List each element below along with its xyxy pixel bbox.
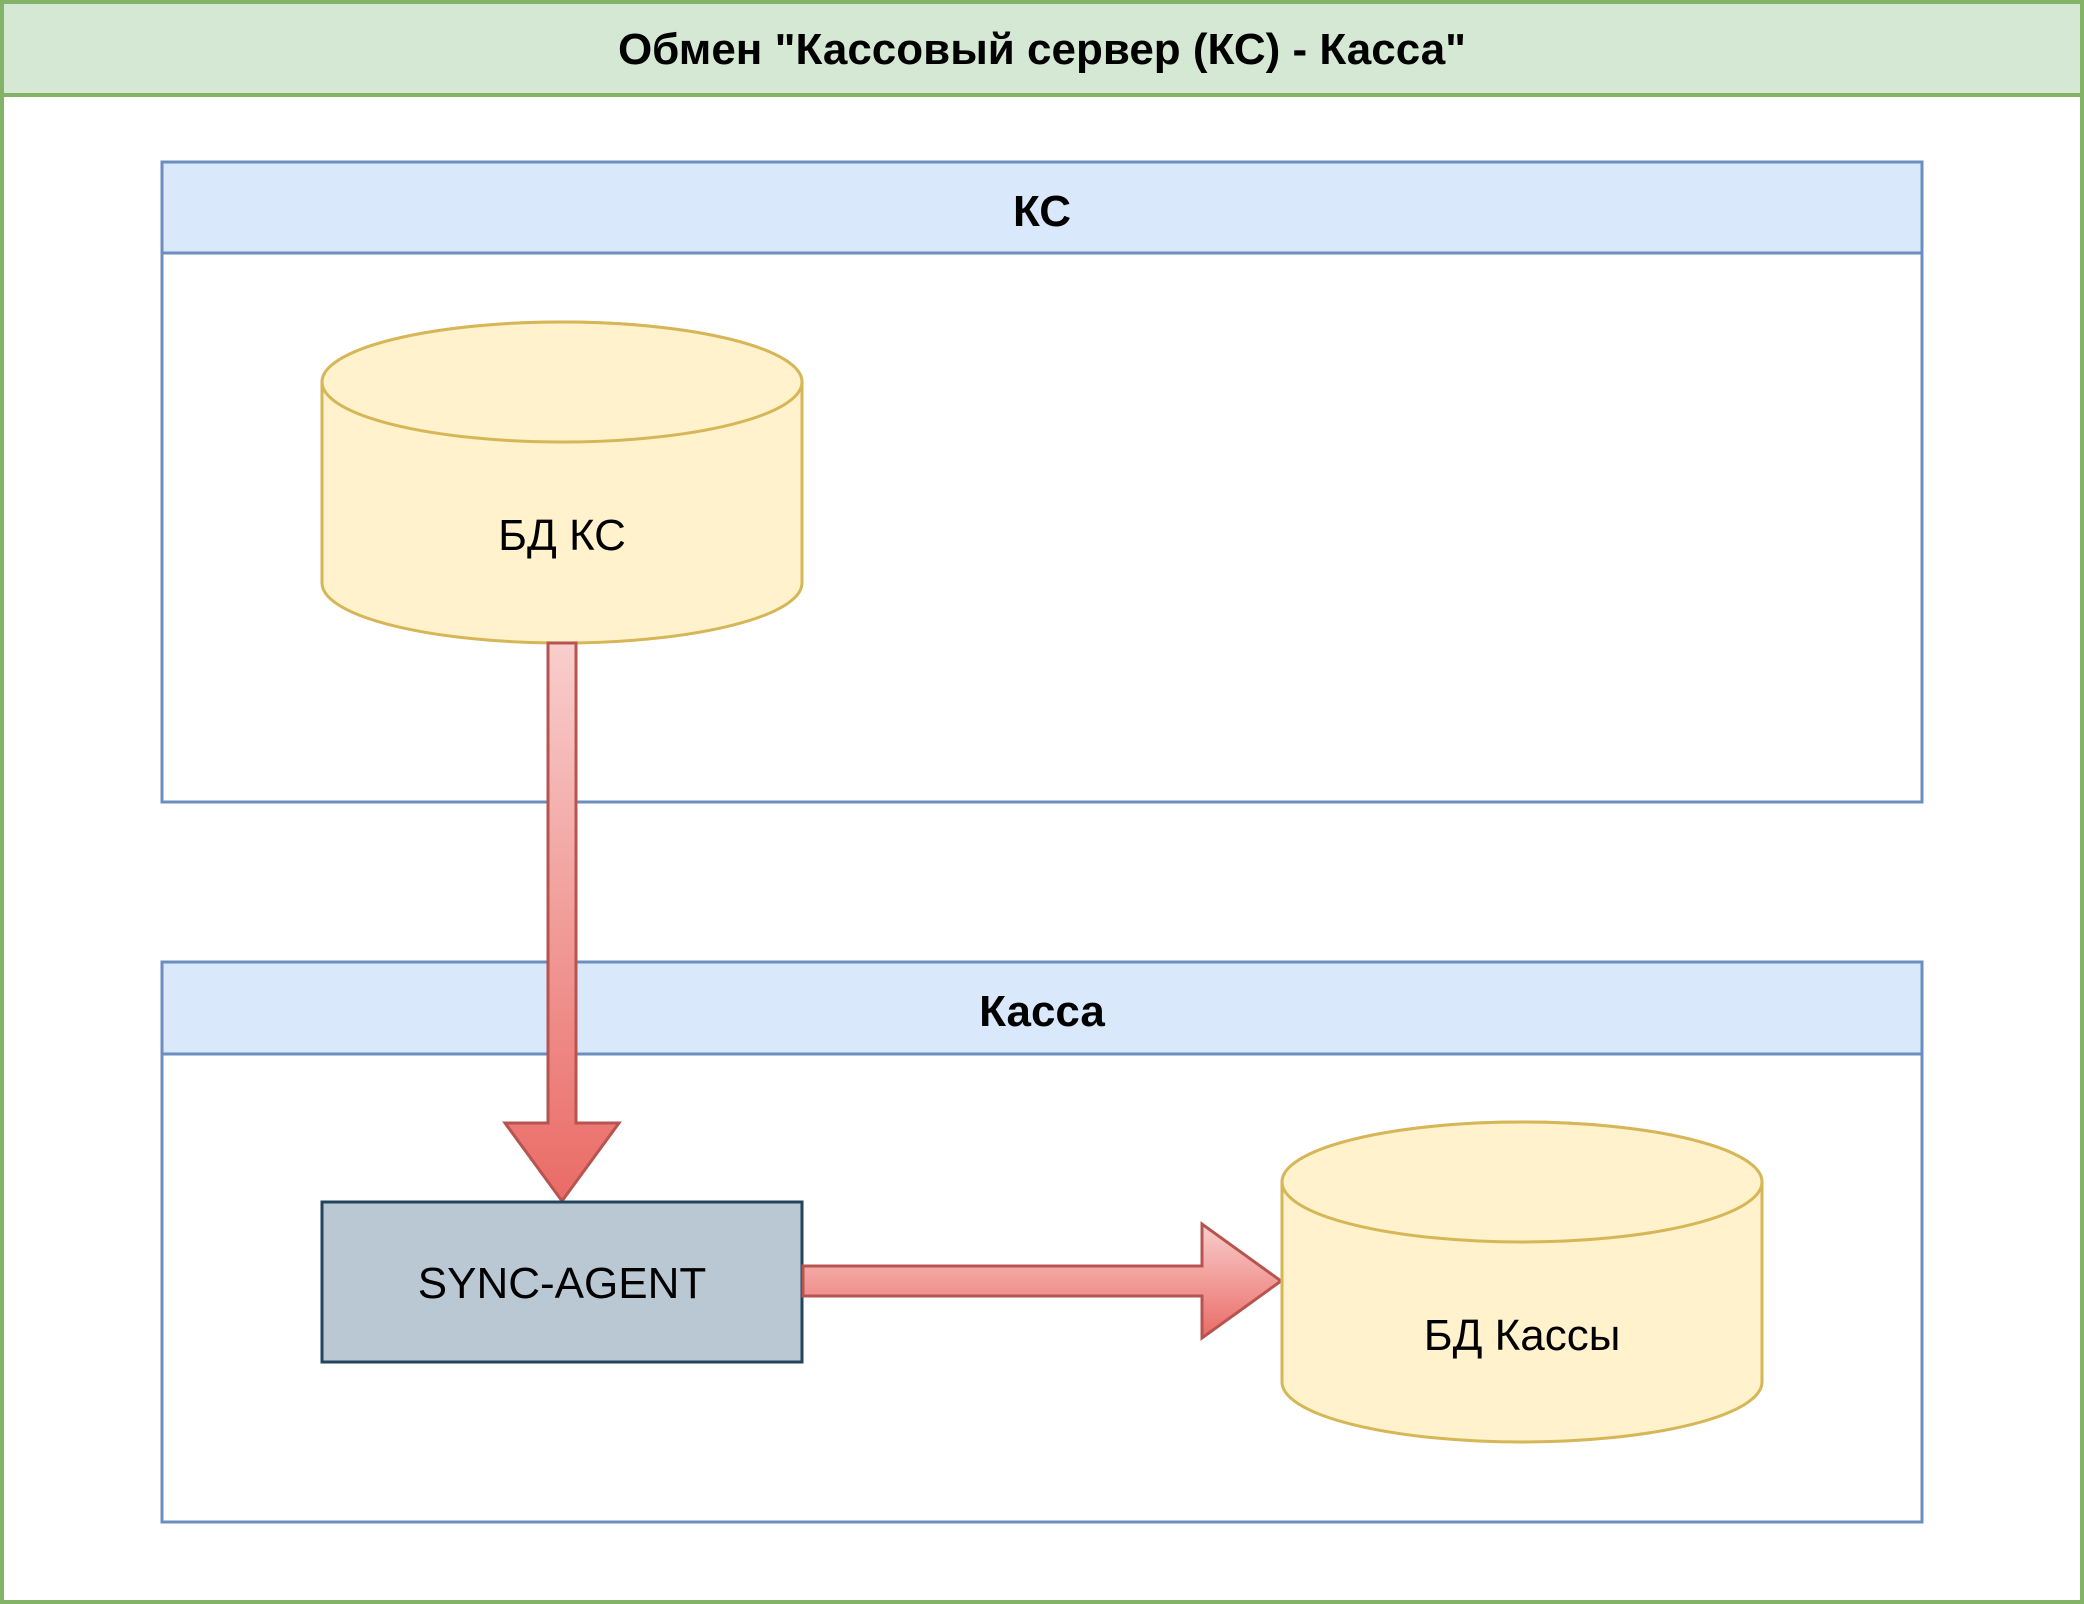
db-kassa-cylinder-top [1280, 1120, 1764, 1244]
arrow-db-ks-to-sync-agent[interactable] [502, 641, 622, 1204]
sync-agent-label: SYNC-AGENT [418, 1259, 706, 1308]
arrow-sync-agent-to-db-kassa[interactable] [801, 1221, 1284, 1341]
lane-ks-title: КС [1013, 187, 1071, 236]
lane-ks-header [160, 160, 1924, 255]
db-ks-label: БД КС [498, 511, 626, 560]
db-kassa-node[interactable]: БД Кассы [1280, 1120, 1764, 1444]
diagram-title: Обмен "Кассовый сервер (КС) - Касса" [618, 25, 1466, 74]
sync-agent-node[interactable]: SYNC-AGENT [320, 1200, 804, 1364]
db-ks-node[interactable]: БД КС [320, 320, 804, 645]
lane-kassa-header [160, 960, 1924, 1056]
db-ks-cylinder-top [320, 320, 804, 444]
lane-kassa-title: Касса [979, 987, 1105, 1036]
db-kassa-label: БД Кассы [1424, 1311, 1621, 1360]
sync-agent-box [320, 1200, 804, 1364]
frame-header [0, 0, 2084, 97]
